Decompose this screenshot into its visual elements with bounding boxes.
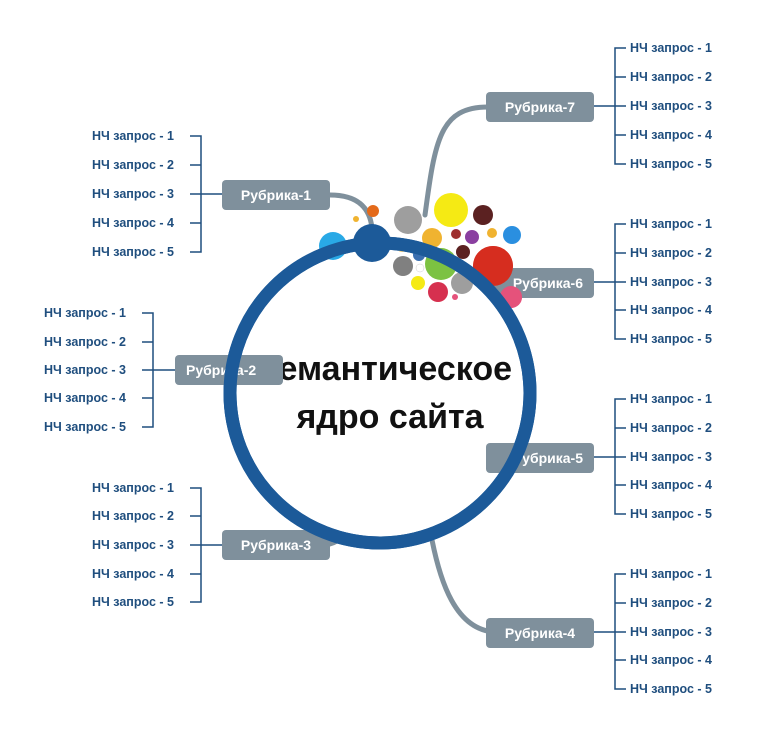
bracket-rubric-1 (190, 135, 222, 253)
query-list-rubric-4: НЧ запрос - 1 НЧ запрос - 2 НЧ запрос - … (630, 567, 712, 696)
query-label: НЧ запрос - 4 (630, 478, 712, 492)
query-label: НЧ запрос - 3 (630, 275, 712, 289)
rubric-label: Рубрика-1 (241, 187, 311, 203)
rubric-group-7: Рубрика-7 НЧ запрос - 1 НЧ запрос - 2 НЧ… (486, 41, 712, 171)
query-label: НЧ запрос - 5 (92, 595, 174, 609)
branch-rubric-7 (422, 104, 491, 218)
query-label: НЧ запрос - 2 (630, 70, 712, 84)
bubble (434, 193, 468, 227)
query-label: НЧ запрос - 5 (630, 332, 712, 346)
query-list-rubric-3: НЧ запрос - 1 НЧ запрос - 2 НЧ запрос - … (92, 481, 174, 609)
query-label: НЧ запрос - 2 (44, 335, 126, 349)
bracket-rubric-7 (594, 47, 626, 165)
bracket-rubric-3 (190, 487, 222, 603)
bubble (367, 205, 379, 217)
rubric-node-3[interactable]: Рубрика-3 (222, 530, 330, 560)
rubric-box (222, 180, 330, 210)
bubble (394, 206, 422, 234)
rubric-label: Рубрика-4 (505, 625, 575, 641)
rubric-box (222, 530, 330, 560)
query-label: НЧ запрос - 2 (630, 596, 712, 610)
core-ring-overlay (223, 236, 537, 550)
bubble (452, 294, 458, 300)
query-label: НЧ запрос - 5 (630, 682, 712, 696)
query-label: НЧ запрос - 2 (630, 421, 712, 435)
rubric-box (486, 92, 594, 122)
query-label: НЧ запрос - 2 (92, 509, 174, 523)
query-label: НЧ запрос - 1 (92, 129, 174, 143)
rubric-node-1[interactable]: Рубрика-1 (222, 180, 330, 210)
query-label: НЧ запрос - 3 (44, 363, 126, 377)
center-title: Семантическое ядро сайта (254, 350, 512, 436)
query-label: НЧ запрос - 3 (630, 625, 712, 639)
rubric-group-1: НЧ запрос - 1 НЧ запрос - 2 НЧ запрос - … (92, 129, 330, 259)
query-label: НЧ запрос - 1 (630, 41, 712, 55)
query-label: НЧ запрос - 4 (630, 128, 712, 142)
query-label: НЧ запрос - 1 (630, 567, 712, 581)
bubble (503, 226, 521, 244)
rubric-label: Рубрика-6 (513, 275, 583, 291)
query-list-rubric-6: НЧ запрос - 1 НЧ запрос - 2 НЧ запрос - … (630, 217, 712, 346)
branch-rubric-4 (429, 537, 498, 635)
rubric-group-4: Рубрика-4 НЧ запрос - 1 НЧ запрос - 2 НЧ… (486, 567, 712, 696)
rubric-group-3: НЧ запрос - 1 НЧ запрос - 2 НЧ запрос - … (92, 481, 330, 609)
query-label: НЧ запрос - 3 (630, 450, 712, 464)
center-title-line-2: ядро сайта (295, 398, 484, 436)
bubble (473, 205, 493, 225)
query-label: НЧ запрос - 4 (44, 391, 126, 405)
query-list-rubric-2: НЧ запрос - 1 НЧ запрос - 2 НЧ запрос - … (44, 306, 126, 434)
query-label: НЧ запрос - 2 (630, 246, 712, 260)
query-label: НЧ запрос - 4 (630, 653, 712, 667)
center-title-line-1: Семантическое (254, 350, 512, 388)
rubric-node-4[interactable]: Рубрика-4 (486, 618, 594, 648)
rubric-label: Рубрика-7 (505, 99, 575, 115)
bubble (415, 263, 425, 273)
bubble (487, 228, 497, 238)
bubble (428, 282, 448, 302)
query-label: НЧ запрос - 2 (92, 158, 174, 172)
query-label: НЧ запрос - 5 (44, 420, 126, 434)
bracket-rubric-6 (594, 223, 626, 340)
bubble (451, 229, 461, 239)
query-list-rubric-7: НЧ запрос - 1 НЧ запрос - 2 НЧ запрос - … (630, 41, 712, 171)
bubble (393, 256, 413, 276)
bubble (422, 228, 442, 248)
bracket-rubric-2 (142, 312, 175, 428)
query-list-rubric-1: НЧ запрос - 1 НЧ запрос - 2 НЧ запрос - … (92, 129, 174, 259)
query-label: НЧ запрос - 4 (92, 216, 174, 230)
query-label: НЧ запрос - 4 (92, 567, 174, 581)
query-label: НЧ запрос - 1 (44, 306, 126, 320)
branch-rubric-1 (327, 192, 375, 231)
core-ring-fill-mask (237, 250, 524, 537)
query-label: НЧ запрос - 3 (92, 538, 174, 552)
bracket-rubric-5 (594, 398, 626, 515)
rubric-node-7[interactable]: Рубрика-7 (486, 92, 594, 122)
query-label: НЧ запрос - 5 (630, 507, 712, 521)
bubble (465, 230, 479, 244)
rubric-label: Рубрика-5 (513, 450, 583, 466)
rubric-group-6: Рубрика-6 НЧ запрос - 1 НЧ запрос - 2 НЧ… (473, 217, 712, 346)
bubble (353, 216, 359, 222)
query-label: НЧ запрос - 1 (630, 392, 712, 406)
query-label: НЧ запрос - 1 (630, 217, 712, 231)
query-list-rubric-5: НЧ запрос - 1 НЧ запрос - 2 НЧ запрос - … (630, 392, 712, 521)
query-label: НЧ запрос - 3 (630, 99, 712, 113)
bracket-rubric-4 (594, 573, 626, 690)
query-label: НЧ запрос - 4 (630, 303, 712, 317)
query-label: НЧ запрос - 5 (630, 157, 712, 171)
rubric-label: Рубрика-3 (241, 537, 311, 553)
rubric-box (486, 618, 594, 648)
query-label: НЧ запрос - 5 (92, 245, 174, 259)
bubble (411, 276, 425, 290)
query-label: НЧ запрос - 3 (92, 187, 174, 201)
bubble (456, 245, 470, 259)
query-label: НЧ запрос - 1 (92, 481, 174, 495)
